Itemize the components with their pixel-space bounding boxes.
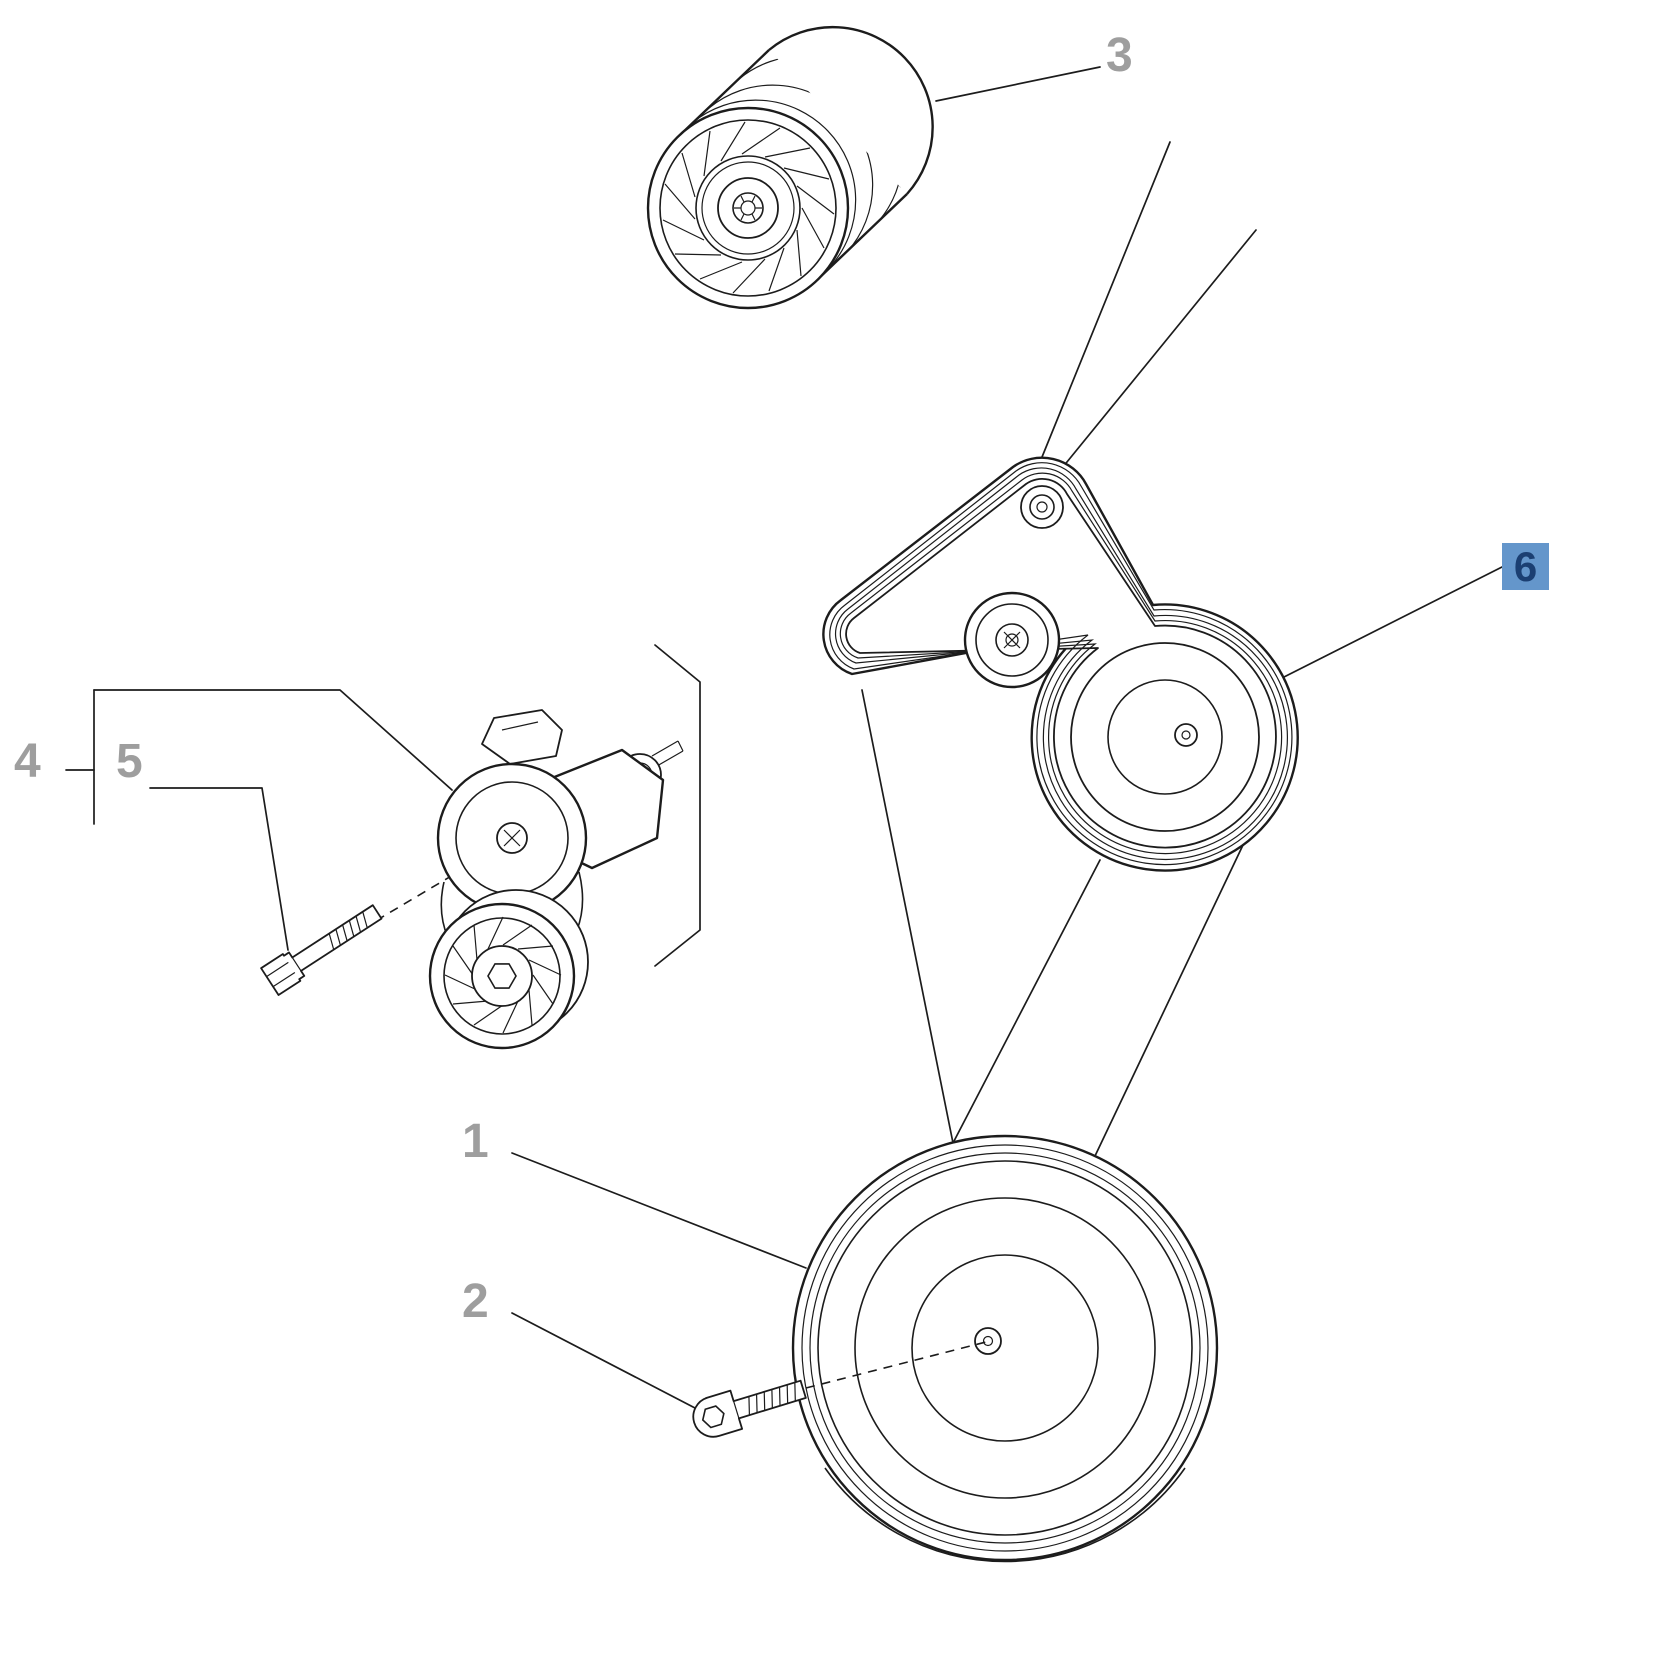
- callout-4[interactable]: 4: [14, 735, 41, 788]
- tensioner-drawing: [428, 709, 684, 1050]
- idler-pulley-drawing: [646, 25, 934, 310]
- callout-3[interactable]: 3: [1106, 29, 1133, 82]
- callout-5[interactable]: 5: [116, 735, 143, 788]
- crank-bolt-drawing: [692, 1341, 987, 1438]
- callout-1[interactable]: 1: [462, 1115, 489, 1168]
- callout-2[interactable]: 2: [462, 1275, 489, 1328]
- drive-belt-drawing: [822, 456, 1299, 872]
- callout-6[interactable]: 6: [1502, 543, 1549, 590]
- leader-lines: [65, 66, 1503, 1409]
- crank-pulley-drawing: [791, 1134, 1219, 1563]
- tensioner-bolt-drawing: [260, 839, 513, 996]
